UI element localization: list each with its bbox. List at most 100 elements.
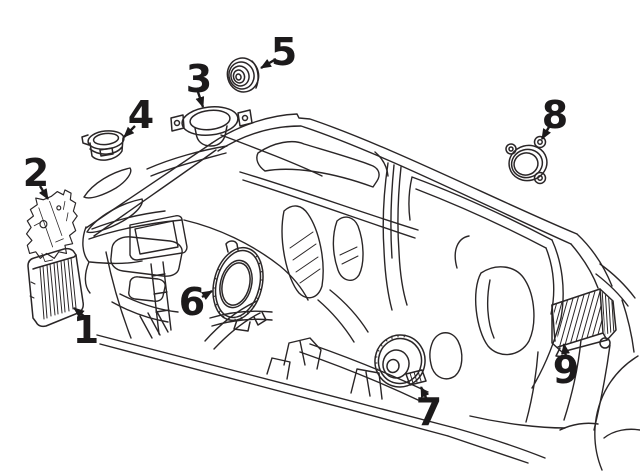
callout-2-arrow [38,185,50,200]
callout-8-number[interactable]: 8 [542,93,568,137]
callout-3[interactable]: 3 [186,57,212,108]
tweeter8-mid [510,148,544,179]
callout-8[interactable]: 8 [540,93,568,140]
roof-end-step [570,233,613,289]
part-4-speaker-grommet [81,130,125,161]
door-panel-blob-a-stripes [289,231,321,284]
rear-lower-bumps [559,422,640,439]
part-9-quarter-speaker [551,288,617,358]
callout-1[interactable]: 1 [73,307,99,352]
quarter-glass [595,263,636,307]
callout-4[interactable]: 4 [123,93,154,138]
sill-bottom [99,343,449,437]
sill-trailing [447,415,566,464]
callout-9-number[interactable]: 9 [553,348,579,392]
callout-6[interactable]: 6 [179,280,213,324]
callout-5[interactable]: 5 [260,30,297,74]
tweeter-dome [235,73,242,81]
callout-9[interactable]: 9 [553,343,579,392]
defrost-vent-right [146,145,228,177]
grommet-body [89,137,124,161]
callout-1-arrow [73,307,86,318]
cluster-screen-outer [129,215,188,261]
callout-3-number[interactable]: 3 [186,57,212,101]
grommet-inner [92,132,120,146]
callout-5-number[interactable]: 5 [271,30,297,74]
speaker-shelf [209,310,273,327]
console-lines [111,293,179,323]
callout-9-arrow [561,343,570,358]
bracket-hole-small [56,205,62,211]
callout-8-arrow [540,126,551,140]
callout-7-arrow [419,386,430,401]
floor-bump [266,357,291,380]
amplifier-ribs [39,257,77,320]
tweeter8-ear-left [505,143,517,155]
door-panel-blob-a [281,205,324,299]
part-1-amplifier [27,247,84,328]
module9-outline [551,288,617,353]
callout-7[interactable]: 7 [416,386,442,434]
tweeter-lip [251,60,259,89]
console-lid [110,236,183,277]
tweeter-ring-2 [228,61,255,90]
tweeter-ring-4 [232,69,246,84]
callout-2-number[interactable]: 2 [23,151,49,195]
speaker3-left-tab [170,114,185,132]
bracket-outline [25,189,78,259]
callout-7-number[interactable]: 7 [416,390,442,434]
console-stripes [139,309,169,339]
speaker7-flange [377,337,423,385]
dash-end-curve [183,219,309,301]
dash-left-edge [82,226,91,294]
bracket-fold-lines [33,200,69,262]
speaker6-foot-right [253,311,267,326]
part-7-rear-speaker [374,334,427,388]
defrost-vent-left-2 [86,198,144,234]
door-panel-blob-b [332,216,364,281]
body-left-lower-edge [105,251,132,339]
speaker7-dustcap [386,358,400,374]
grommet-rim [89,146,123,155]
door-glass-right-edge [374,151,389,177]
speaker6-ring [214,249,262,319]
module9-notch [555,347,567,358]
speaker3-right-tab-hole [241,114,249,122]
speaker7-terminal [405,369,427,386]
callout-4-number[interactable]: 4 [128,93,154,137]
module9-foot [599,337,611,349]
b-pillar [382,162,408,311]
callout-1-number[interactable]: 1 [73,308,99,352]
speaker6-foot-left [233,319,251,332]
speaker3-left-tab-hole [173,119,181,127]
sill-top [96,334,456,429]
headrest-curve [454,235,470,269]
grommet-tab [81,134,90,146]
vehicle-body-line-art [82,113,640,471]
callout-4-arrow [123,125,136,138]
dash-face [89,260,143,265]
callout-3-arrow [195,91,205,108]
speaker3-inner [189,109,231,131]
tweeter8-outer [508,144,548,182]
cluster-screen-inner [134,220,179,255]
tweeter8-inner [513,152,539,176]
speaker6-opening-inner [221,262,251,306]
callout-6-arrow [201,289,213,301]
part-2-bracket [25,189,78,262]
callout-6-number[interactable]: 6 [179,280,205,324]
roof-rail-inner [217,125,572,245]
speaker6-top-tab [225,240,239,253]
rear-door-glass [408,176,553,249]
tweeter-ring-3 [230,65,250,87]
rear-seat-small-blob [429,332,463,380]
callout-5-arrow [260,57,277,70]
part-8-rear-tweeter [505,135,548,185]
door-lower-frame [317,289,369,343]
speaker6-ticks [212,255,264,322]
callout-2[interactable]: 2 [23,151,50,200]
speaker6-opening [219,259,253,309]
speaker7-terminal-hatch [409,370,422,384]
